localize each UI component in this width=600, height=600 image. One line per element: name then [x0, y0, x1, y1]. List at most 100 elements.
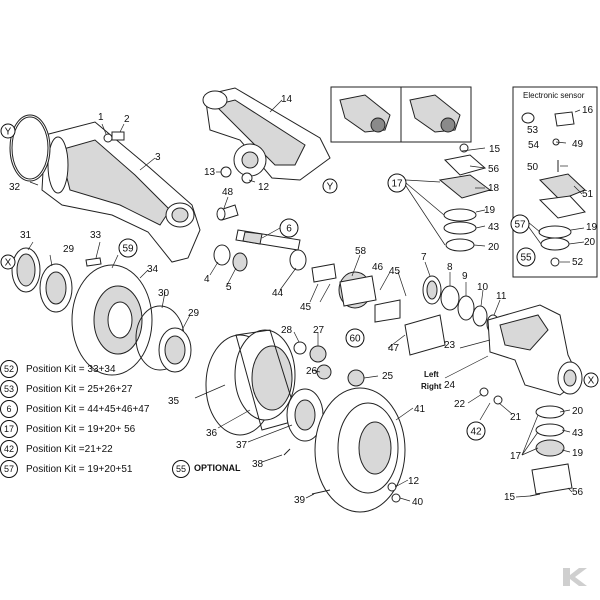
optional-badge: 55: [172, 460, 190, 478]
label-1: 1: [98, 112, 104, 123]
marker-x-left: X: [0, 254, 16, 270]
svg-text:X: X: [5, 258, 12, 269]
svg-text:6: 6: [286, 224, 292, 235]
marker-y-left: Y: [0, 123, 16, 139]
legend-row: 17 Position Kit = 19+20+ 56: [0, 420, 135, 438]
electronic-sensor-title: Electronic sensor: [523, 91, 585, 100]
label-37: 37: [236, 440, 248, 451]
leader-lines: [27, 99, 585, 502]
label-24: 24: [444, 380, 456, 391]
label-29: 29: [188, 308, 200, 319]
label-56: 56: [572, 487, 584, 498]
label-45: 45: [300, 302, 312, 313]
label-30: 30: [158, 288, 170, 299]
circled-label-42: 42: [466, 421, 486, 441]
svg-text:X: X: [588, 376, 595, 387]
label-28: 28: [281, 325, 293, 336]
label-45: 45: [389, 266, 401, 277]
label-19: 19: [586, 222, 598, 233]
legend-text: Position Kit = 44+45+46+47: [26, 403, 150, 415]
label-20: 20: [572, 406, 584, 417]
label-40: 40: [412, 497, 424, 508]
label-35: 35: [168, 396, 180, 407]
label-16: 16: [582, 105, 594, 116]
legend-text: Position Kit = 19+20+ 56: [26, 423, 136, 435]
label-19: 19: [572, 448, 584, 459]
part-number-labels: 1 2 3 14 32 13 12 48 31 29 33 34 4 5 44 …: [9, 94, 598, 508]
marker-x-right: X: [583, 372, 599, 388]
legend-badge: 53: [0, 380, 18, 398]
label-38: 38: [252, 459, 264, 470]
wheel-hub: [314, 387, 406, 513]
circled-label-60: 60: [345, 328, 365, 348]
label-12: 12: [408, 476, 420, 487]
circled-label-6: 6: [279, 218, 299, 238]
brand-logo-icon: [563, 568, 587, 586]
label-5: 5: [226, 282, 232, 293]
label-11: 11: [496, 291, 507, 302]
label-21: 21: [510, 412, 522, 423]
svg-text:42: 42: [470, 427, 482, 438]
label-39: 39: [294, 495, 306, 506]
label-54: 54: [528, 140, 540, 151]
svg-text:Y: Y: [5, 127, 12, 138]
legend-badge: 17: [0, 420, 18, 438]
steering-knuckle: [487, 304, 583, 396]
label-14: 14: [281, 94, 293, 105]
label-46: 46: [372, 262, 384, 273]
label-47: 47: [388, 343, 400, 354]
circled-label-57: 57: [510, 214, 530, 234]
label-17: 17: [510, 451, 522, 462]
label-52: 52: [572, 257, 584, 268]
legend-row: 52 Position Kit = 33+34: [0, 360, 116, 378]
axle-housing: [41, 121, 201, 263]
optional-label: OPTIONAL: [194, 463, 241, 473]
label-33: 33: [90, 230, 102, 241]
label-9: 9: [462, 271, 468, 282]
label-48: 48: [222, 187, 234, 198]
label-10: 10: [477, 282, 489, 293]
legend-row: 53 Position Kit = 25+26+27: [0, 380, 132, 398]
label-32: 32: [9, 182, 21, 193]
label-49: 49: [572, 139, 584, 150]
label-58: 58: [355, 246, 367, 257]
label-7: 7: [421, 252, 427, 263]
legend-badge: 42: [0, 440, 18, 458]
legend-text: Position Kit = 33+34: [26, 363, 116, 375]
legend-badge: 52: [0, 360, 18, 378]
label-19: 19: [484, 205, 496, 216]
legend-row: 6 Position Kit = 44+45+46+47: [0, 400, 149, 418]
label-25: 25: [382, 371, 394, 382]
label-27: 27: [313, 325, 325, 336]
label-4: 4: [204, 274, 210, 285]
label-50: 50: [527, 162, 539, 173]
legend-text: Position Kit = 19+20+51: [26, 463, 133, 475]
label-15: 15: [489, 144, 501, 155]
circled-label-17: 17: [387, 173, 407, 193]
label-18: 18: [488, 183, 500, 194]
label-31: 31: [20, 230, 32, 241]
label-20: 20: [488, 242, 500, 253]
label-22: 22: [454, 399, 466, 410]
label-36: 36: [206, 428, 218, 439]
circled-label-59: 59: [118, 238, 138, 258]
legend-badge: 57: [0, 460, 18, 478]
svg-text:55: 55: [520, 253, 532, 264]
label-41: 41: [414, 404, 426, 415]
label-8: 8: [447, 262, 453, 273]
svg-text:57: 57: [514, 220, 526, 231]
legend-text: Position Kit =21+22: [26, 443, 113, 455]
trunnion-bracket: [202, 87, 331, 181]
label-3: 3: [155, 152, 161, 163]
label-15: 15: [504, 492, 516, 503]
svg-text:17: 17: [391, 179, 403, 190]
label-53: 53: [527, 125, 539, 136]
o-ring: [9, 114, 51, 182]
label-13: 13: [204, 167, 216, 178]
hub-carrier: [71, 264, 153, 376]
label-34: 34: [147, 264, 159, 275]
legend-row: 57 Position Kit = 19+20+51: [0, 460, 132, 478]
label-51: 51: [582, 189, 594, 200]
side-label-left: Left: [424, 370, 439, 379]
